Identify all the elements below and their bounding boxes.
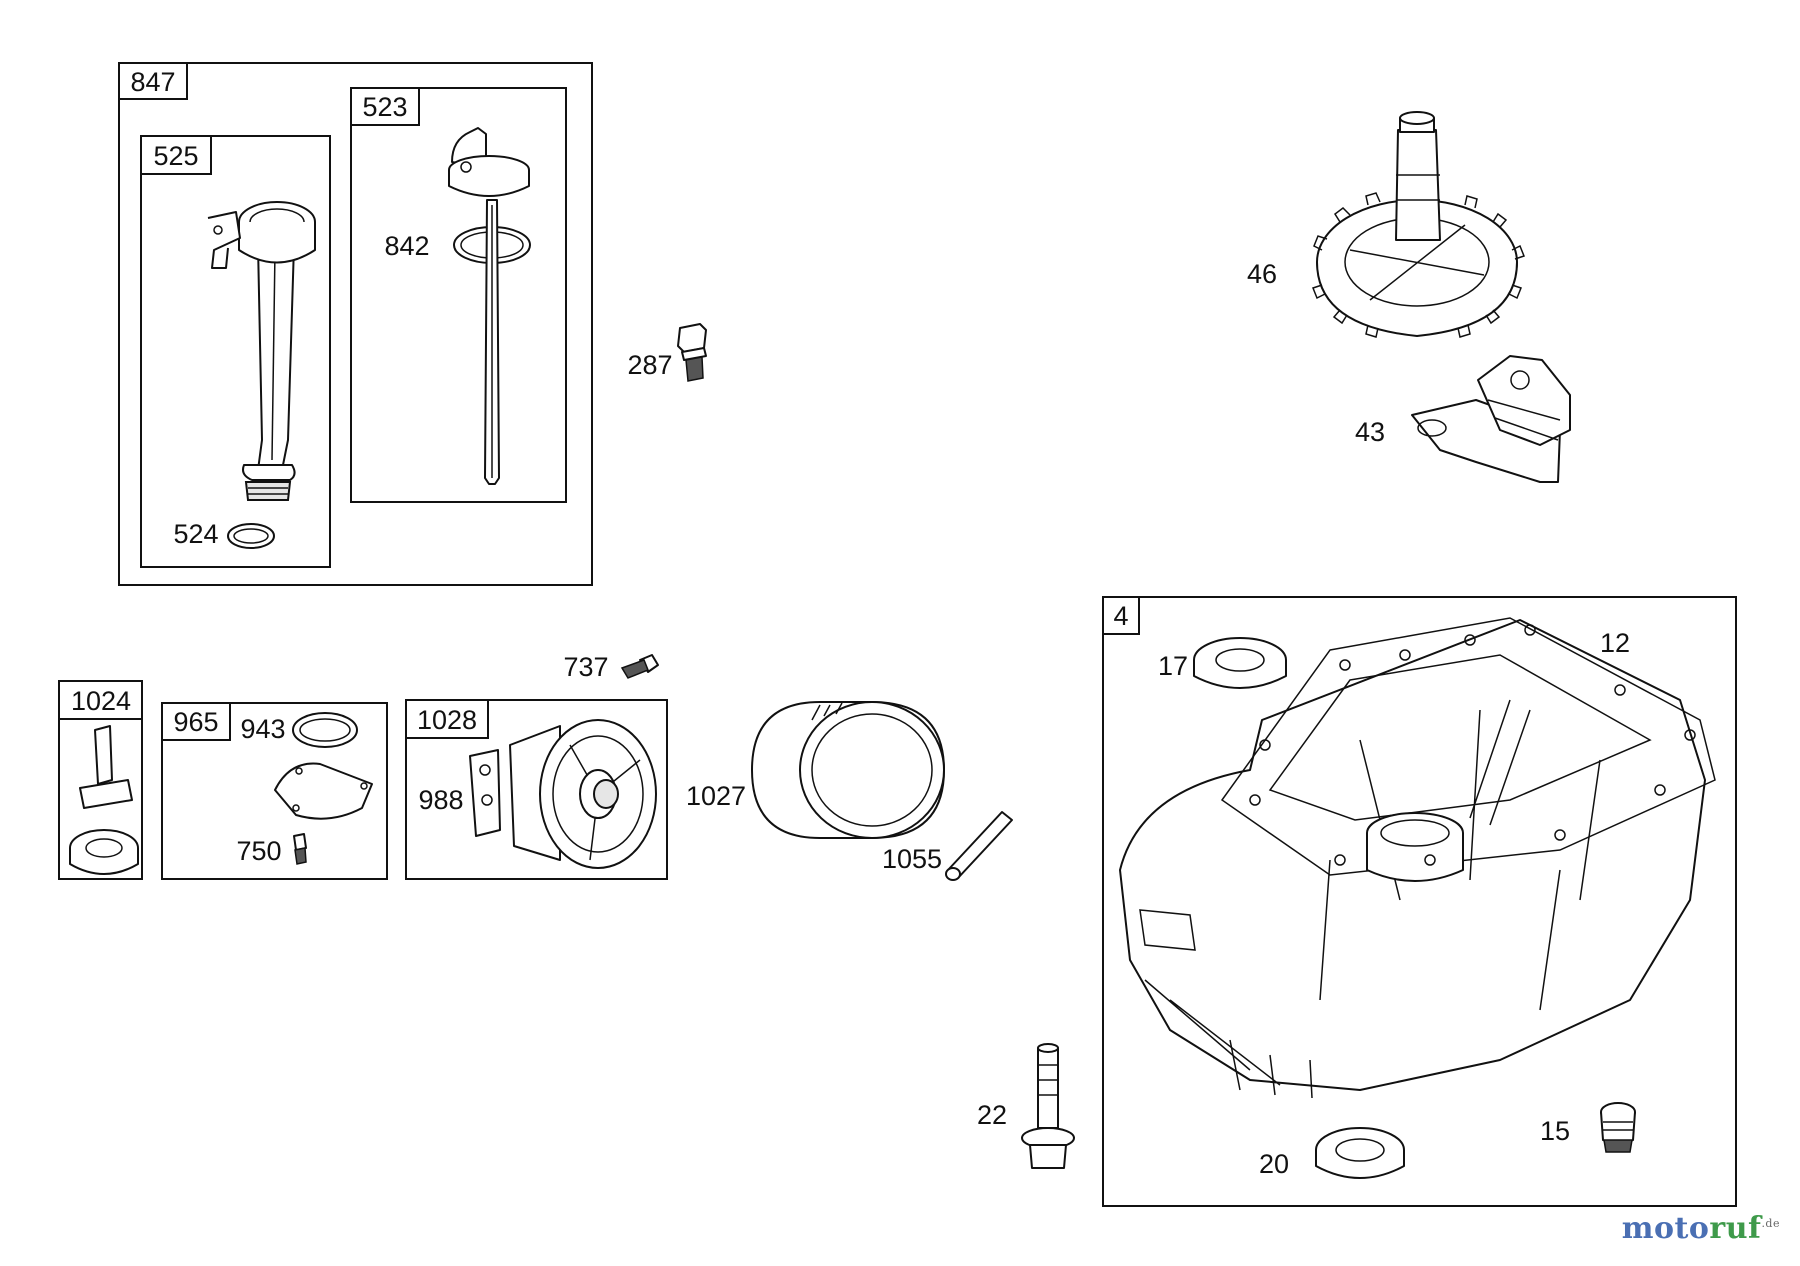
watermark-part2: ruf — [1709, 1211, 1762, 1246]
label-43: 43 — [1355, 417, 1385, 447]
group-4-label: 4 — [1113, 601, 1128, 631]
label-1055: 1055 — [882, 844, 942, 874]
oil-seal-20-illustration — [1315, 1127, 1405, 1179]
label-750: 750 — [236, 836, 281, 866]
label-12: 12 — [1600, 628, 1630, 658]
tube-1055-illustration — [945, 811, 1013, 881]
group-1028-tab — [405, 699, 489, 739]
group-4-tab — [1102, 596, 1140, 635]
label-46: 46 — [1247, 259, 1277, 289]
group-847-tab — [118, 62, 188, 100]
bolt-287-illustration — [677, 323, 707, 382]
dipstick-illustration — [448, 127, 531, 485]
label-22: 22 — [977, 1100, 1007, 1130]
o-ring-524-illustration — [227, 523, 275, 549]
group-525-frame — [140, 135, 331, 568]
watermark-logo: motoruf.de — [1622, 1211, 1780, 1246]
oil-seal-17-illustration — [1193, 637, 1287, 689]
group-1024: 1024 — [58, 680, 143, 880]
label-287: 287 — [627, 350, 672, 380]
group-1028-frame — [405, 699, 668, 880]
bolt-22-illustration — [1021, 1043, 1075, 1169]
group-847-label: 847 — [130, 67, 175, 97]
label-1027: 1027 — [686, 781, 746, 811]
drain-plug-15-illustration — [1600, 1102, 1636, 1153]
group-965-tab — [161, 702, 231, 741]
group-1024-tab — [58, 680, 143, 720]
label-524: 524 — [173, 519, 218, 549]
group-1028-label: 1028 — [417, 705, 477, 735]
label-943: 943 — [240, 714, 285, 744]
group-1024-label: 1024 — [71, 686, 131, 716]
group-1028: 1028 988 — [405, 699, 668, 880]
oil-pump-rotor-illustration — [69, 725, 139, 875]
group-523-label: 523 — [362, 92, 407, 122]
group-965-frame — [161, 702, 388, 880]
screw-737-illustration — [620, 654, 659, 679]
governor-43-illustration — [1411, 355, 1571, 483]
label-842: 842 — [384, 231, 429, 261]
watermark-suffix: .de — [1761, 1217, 1780, 1230]
label-17: 17 — [1158, 651, 1188, 681]
group-965: 965 943 750 — [161, 702, 388, 880]
oil-filter-adapter-illustration — [469, 719, 657, 869]
label-737: 737 — [563, 652, 608, 682]
group-523-tab — [350, 87, 420, 126]
group-847-frame — [118, 62, 593, 586]
group-4-frame — [1102, 596, 1737, 1207]
group-525-tab — [140, 135, 212, 175]
sump-12-illustration — [1119, 617, 1716, 1099]
label-20: 20 — [1259, 1149, 1289, 1179]
label-15: 15 — [1540, 1116, 1570, 1146]
oil-filter-1027-illustration — [751, 701, 945, 839]
group-965-label: 965 — [173, 707, 218, 737]
group-525-label: 525 — [153, 141, 198, 171]
group-523-frame — [350, 87, 567, 503]
oil-fill-tube-illustration — [207, 201, 316, 501]
group-847: 847 525 524 523 — [118, 62, 593, 586]
group-4: 4 17 — [1102, 596, 1737, 1207]
watermark-part1: moto — [1621, 1211, 1710, 1246]
pump-cover-illustration — [274, 712, 373, 865]
camshaft-gear-46-illustration — [1312, 111, 1525, 338]
label-988: 988 — [418, 785, 463, 815]
